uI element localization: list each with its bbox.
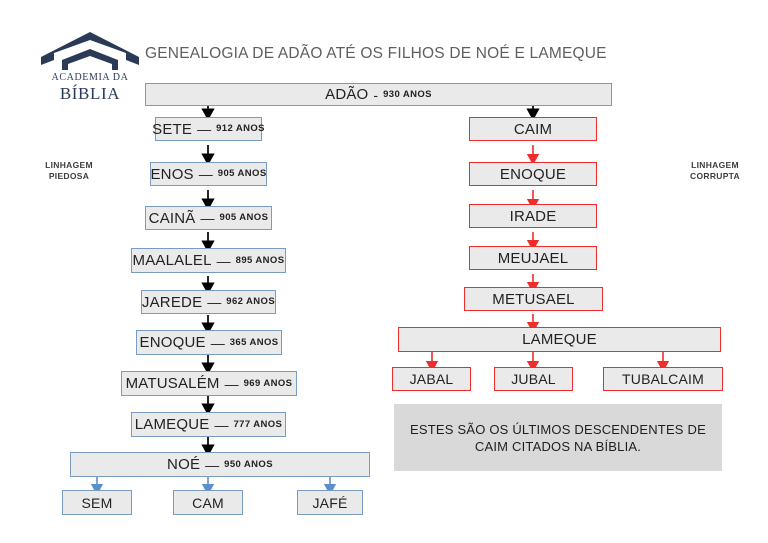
node-caina-dash: — [200,210,215,226]
node-enoque-pious-years: 365 ANOS [229,336,279,348]
node-lameque-corrupt-name: LAMEQUE [522,331,597,348]
node-enoque-corrupt[interactable]: ENOQUE [469,162,597,186]
node-lameque-pious[interactable]: LAMEQUE — 777 ANOS [131,412,286,437]
node-maalalel-name: MAALALEL [132,252,212,269]
logo-line-2: BÍBLIA [59,84,121,103]
node-enos[interactable]: ENOS — 905 ANOS [150,162,267,186]
node-jarede[interactable]: JAREDE — 962 ANOS [141,290,276,314]
node-sete-years: 912 ANOS [216,123,265,135]
node-caim-name: CAIM [513,120,553,138]
node-adao-name: ADÃO [325,86,369,103]
node-enoque-pious[interactable]: ENOQUE — 365 ANOS [136,330,282,355]
node-caina-years: 905 ANOS [219,212,269,224]
node-maalalel-years: 895 ANOS [235,254,285,266]
node-jabal-name: JABAL [409,371,454,387]
node-cam[interactable]: CAM [173,490,243,515]
node-tubalcaim[interactable]: TUBALCAIM [603,367,723,391]
node-metusael[interactable]: METUSAEL [464,287,603,311]
node-caina[interactable]: CAINÃ — 905 ANOS [145,206,272,230]
node-meujael-name: MEUJAEL [497,249,569,267]
page-title: GENEALOGIA DE ADÃO ATÉ OS FILHOS DE NOÉ … [145,45,607,62]
node-maalalel-dash: — [216,252,231,269]
node-matusalem-name: MATUSALÉM [125,375,220,392]
node-enoque-pious-dash: — [210,334,225,351]
node-adao-dash: - [373,86,379,103]
node-cam-name: CAM [192,494,224,511]
node-matusalem-dash: — [224,375,239,392]
node-sem[interactable]: SEM [62,490,132,515]
academia-da-biblia-logo: ACADEMIA DA BÍBLIA [38,30,142,108]
node-tubalcaim-name: TUBALCAIM [622,371,704,387]
node-sete-name: SETE [152,120,193,138]
node-adao-years: 930 ANOS [383,88,432,100]
node-jubal-name: JUBAL [511,371,556,387]
node-matusalem-years: 969 ANOS [243,377,293,389]
node-enos-name: ENOS [150,165,194,183]
node-meujael[interactable]: MEUJAEL [469,246,597,270]
node-enos-dash: — [198,166,213,182]
node-lameque-pious-dash: — [214,416,229,433]
node-enoque-pious-name: ENOQUE [139,334,206,351]
label-pious-line: LINHAGEM PIEDOSA [45,160,93,181]
node-caim[interactable]: CAIM [469,117,597,141]
node-maalalel[interactable]: MAALALEL — 895 ANOS [131,248,286,273]
roof-chevron-icon [41,32,139,70]
node-enoque-corrupt-name: ENOQUE [499,165,567,183]
node-adao[interactable]: ADÃO - 930 ANOS [145,83,612,106]
node-jubal[interactable]: JUBAL [494,367,573,391]
node-noe-name: NOÉ [167,456,201,473]
node-noe-dash: — [205,456,220,473]
node-lameque-pious-name: LAMEQUE [134,416,210,433]
node-jarede-years: 962 ANOS [226,296,276,308]
node-jafe-name: JAFÉ [312,494,348,511]
node-sem-name: SEM [81,494,113,511]
node-metusael-name: METUSAEL [492,290,575,308]
node-matusalem[interactable]: MATUSALÉM — 969 ANOS [121,371,297,396]
node-lameque-pious-years: 777 ANOS [233,418,283,430]
node-noe[interactable]: NOÉ — 950 ANOS [70,452,370,477]
node-lameque-corrupt[interactable]: LAMEQUE [398,327,721,352]
node-noe-years: 950 ANOS [224,458,273,470]
node-irade[interactable]: IRADE [469,204,597,228]
node-sete[interactable]: SETE — 912 ANOS [152,117,265,141]
node-irade-name: IRADE [509,207,557,225]
node-sete-dash: — [197,121,212,137]
node-caina-name: CAINÃ [148,209,196,227]
node-jarede-dash: — [207,294,222,310]
label-corrupt-line: LINHAGEM CORRUPTA [690,160,740,181]
node-enos-years: 905 ANOS [217,168,267,180]
node-jabal[interactable]: JABAL [392,367,471,391]
note-last-descendants: ESTES SÃO OS ÚLTIMOS DESCENDENTES DE CAI… [394,404,722,471]
node-jarede-name: JAREDE [141,293,203,311]
node-jafe[interactable]: JAFÉ [297,490,363,515]
logo-line-1: ACADEMIA DA [51,72,129,83]
